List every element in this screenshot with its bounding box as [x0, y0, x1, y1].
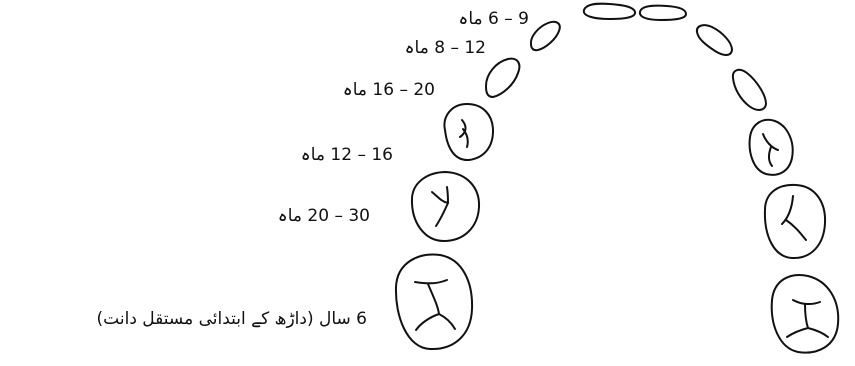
tooth-canine-right [731, 68, 767, 111]
label-permanent-molar: 6 سال (داڑھ کے ابتدائی مستقل دانت) [96, 309, 367, 329]
label-lateral-incisor: 12 – 8 ماہ [404, 38, 486, 58]
groove-second-molar-left [431, 186, 449, 227]
label-central-incisor: 9 – 6 ماہ [458, 9, 529, 29]
tooth-central-incisor-left [582, 2, 636, 20]
tooth-first-molar-left [443, 103, 494, 162]
groove-permanent-molar-left [414, 279, 456, 331]
tooth-canine-left [485, 57, 521, 98]
groove-permanent-molar-right [786, 299, 829, 338]
tooth-permanent-molar-right [770, 274, 840, 354]
tooth-lateral-incisor-right [695, 24, 733, 56]
tooth-first-molar-right [748, 118, 794, 176]
tooth-second-molar-right [763, 183, 827, 260]
label-second-molar: 30 – 20 ماہ [277, 206, 370, 226]
groove-second-molar-right [781, 195, 807, 241]
groove-first-molar-right [762, 133, 779, 167]
tooth-lateral-incisor-left [529, 20, 561, 52]
tooth-permanent-molar-left [394, 253, 474, 351]
tooth-second-molar-left [410, 171, 481, 242]
groove-first-molar-left [459, 119, 469, 148]
label-canine: 20 – 16 ماہ [342, 80, 435, 100]
label-first-molar: 16 – 12 ماہ [300, 145, 393, 165]
tooth-central-incisor-right [638, 4, 687, 21]
